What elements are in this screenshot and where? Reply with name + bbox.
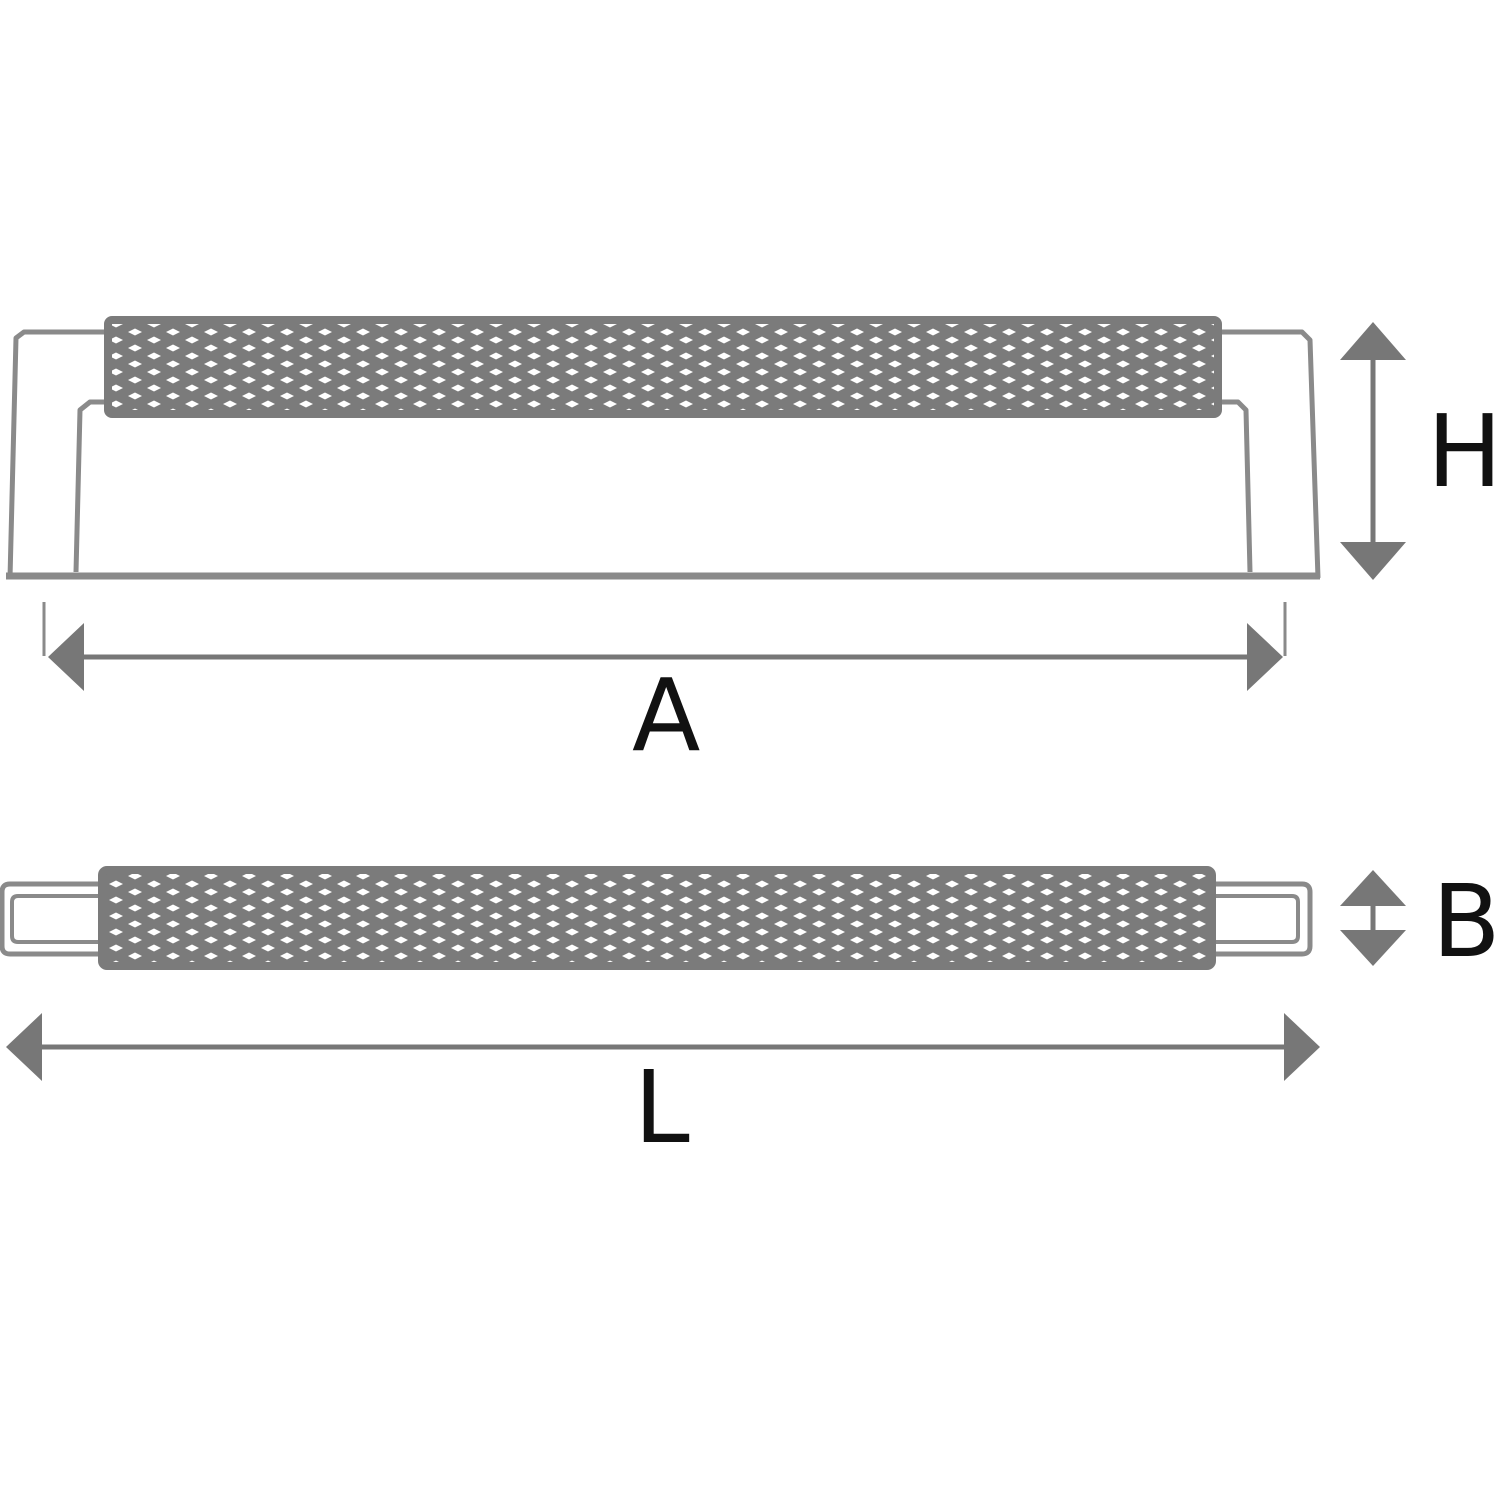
- dimension-b-arrow-down: [1340, 930, 1406, 966]
- dimension-h-label: H: [1427, 393, 1500, 510]
- top-view-end-stub-right: [1210, 881, 1313, 957]
- dimension-l-label: L: [634, 1049, 690, 1166]
- side-view-inner-recess: [73, 399, 110, 573]
- side-view: [6, 316, 1321, 580]
- dimension-b: [1340, 870, 1406, 966]
- dimension-a-arrow-left: [48, 623, 84, 691]
- top-view-knurled-grip: [98, 866, 1216, 970]
- dimension-l-arrow-right: [1284, 1013, 1320, 1081]
- dimension-h-arrow-up: [1340, 322, 1406, 360]
- side-view-outer-frame-right: [1218, 329, 1321, 579]
- dimension-a: [42, 602, 1287, 691]
- side-view-inner-recess-right: [1216, 399, 1253, 573]
- side-view-knurled-grip: [104, 316, 1222, 418]
- top-view: [0, 866, 1313, 970]
- dimension-h: [1340, 322, 1406, 580]
- dimension-l: [6, 1013, 1320, 1081]
- dimension-a-arrow-right: [1247, 623, 1283, 691]
- dimension-a-label: A: [632, 657, 701, 774]
- side-view-outer-frame: [7, 329, 108, 579]
- dimension-b-arrow-up: [1340, 870, 1406, 906]
- dimension-b-label: B: [1432, 863, 1500, 980]
- top-view-end-stub-right-inner: [1210, 894, 1300, 944]
- top-view-end-stub-left: [0, 881, 104, 957]
- top-view-end-stub-left-inner: [10, 894, 104, 944]
- dimension-h-arrow-down: [1340, 542, 1406, 580]
- dimension-l-arrow-left: [6, 1013, 42, 1081]
